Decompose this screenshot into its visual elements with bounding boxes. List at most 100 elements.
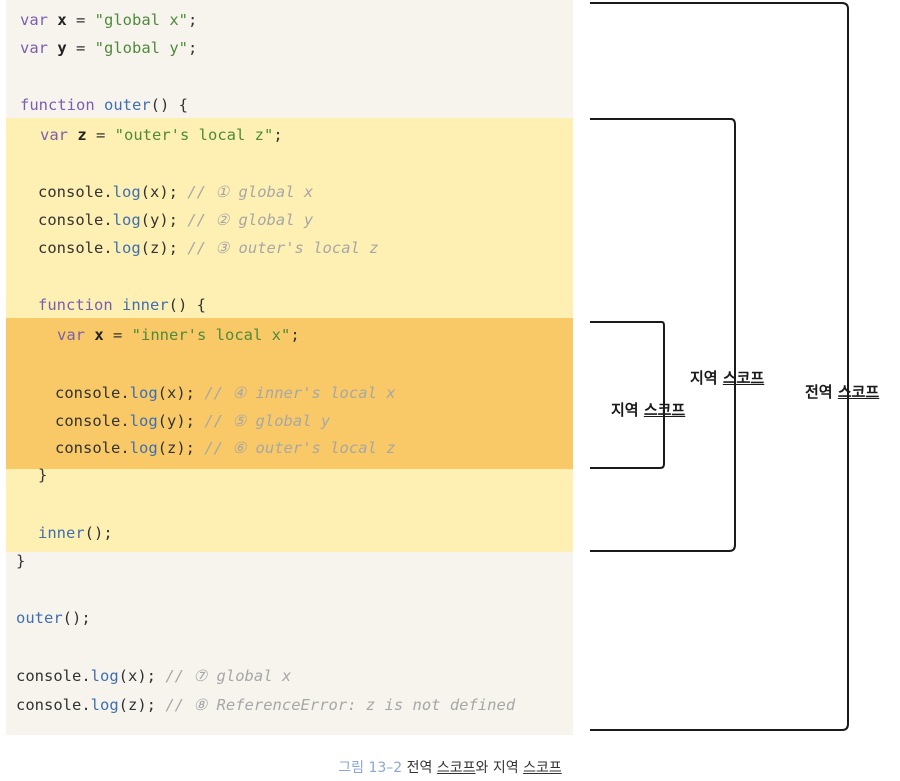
code-token: (y); bbox=[140, 211, 188, 229]
code-line: console.log(y); // ② global y bbox=[38, 210, 313, 230]
code-token: } bbox=[16, 552, 26, 570]
global-scope-label-text: 전역 bbox=[805, 383, 838, 401]
figure-number: 그림 13–2 bbox=[338, 760, 403, 776]
inner-scope-label: 지역 스코프 bbox=[611, 399, 685, 420]
code-token: function bbox=[20, 96, 104, 114]
code-token: // ⑤ global y bbox=[204, 412, 331, 430]
code-token: console. bbox=[38, 183, 113, 201]
code-token: log bbox=[129, 439, 158, 457]
outer-scope-label-text: 지역 bbox=[690, 369, 723, 387]
code-line: var z = "outer's local z"; bbox=[40, 125, 283, 145]
code-token: ; bbox=[273, 126, 283, 144]
code-token: log bbox=[112, 183, 141, 201]
code-line: console.log(y); // ⑤ global y bbox=[55, 411, 330, 431]
code-token: (y); bbox=[157, 412, 205, 430]
code-token: log bbox=[129, 384, 158, 402]
inner-scope-highlight bbox=[6, 318, 573, 469]
code-token: ; bbox=[290, 326, 300, 344]
code-token: () { bbox=[168, 296, 206, 314]
code-token: = bbox=[86, 126, 115, 144]
code-token: // ① global x bbox=[187, 183, 314, 201]
code-token: function bbox=[38, 296, 122, 314]
code-token: var bbox=[57, 326, 95, 344]
outer-scope-label: 지역 스코프 bbox=[690, 367, 764, 388]
inner-scope-label-term: 스코프 bbox=[643, 401, 686, 419]
code-line: outer(); bbox=[16, 608, 91, 628]
code-token: // ④ inner's local x bbox=[204, 384, 396, 402]
caption-term-1: 스코프 bbox=[436, 760, 476, 776]
code-line: var x = "global x"; bbox=[20, 10, 197, 30]
code-token: inner bbox=[38, 524, 85, 542]
code-token: log bbox=[90, 696, 119, 714]
code-token: console. bbox=[55, 384, 130, 402]
code-line: console.log(x); // ① global x bbox=[38, 182, 313, 202]
code-token: // ⑥ outer's local z bbox=[204, 439, 396, 457]
code-token: var bbox=[40, 126, 78, 144]
outer-scope-label-term: 스코프 bbox=[722, 369, 765, 387]
code-token: // ⑧ ReferenceError: z is not defined bbox=[165, 696, 516, 714]
code-token: // ⑦ global x bbox=[165, 667, 292, 685]
code-token: (x); bbox=[140, 183, 188, 201]
code-token: console. bbox=[16, 696, 91, 714]
code-token: // ② global y bbox=[187, 211, 314, 229]
code-token: = bbox=[66, 11, 95, 29]
caption-text-1: 전역 bbox=[402, 760, 437, 776]
code-token: (z); bbox=[118, 696, 166, 714]
code-line: inner(); bbox=[38, 523, 113, 543]
code-line: function outer() { bbox=[20, 95, 188, 115]
code-token: = bbox=[103, 326, 132, 344]
code-token: "global x" bbox=[94, 11, 188, 29]
code-line: var x = "inner's local x"; bbox=[57, 325, 300, 345]
code-token: (z); bbox=[157, 439, 205, 457]
caption-term-2: 스코프 bbox=[523, 760, 562, 776]
code-token: outer bbox=[104, 96, 151, 114]
code-token: log bbox=[90, 667, 119, 685]
code-token: console. bbox=[55, 439, 130, 457]
code-token: log bbox=[112, 211, 141, 229]
code-line: console.log(x); // ⑦ global x bbox=[16, 666, 291, 686]
code-token: x bbox=[57, 11, 67, 29]
code-token: log bbox=[129, 412, 158, 430]
code-token: console. bbox=[38, 239, 113, 257]
code-line: } bbox=[38, 465, 47, 485]
code-token: () { bbox=[150, 96, 188, 114]
outer-scope-bracket bbox=[590, 118, 736, 552]
code-token: "global y" bbox=[94, 39, 188, 57]
code-token: ; bbox=[188, 11, 198, 29]
code-token: z bbox=[77, 126, 87, 144]
code-token: "inner's local x" bbox=[131, 326, 291, 344]
code-token: var bbox=[20, 11, 58, 29]
code-token: inner bbox=[122, 296, 169, 314]
code-token: y bbox=[57, 39, 67, 57]
global-scope-label: 전역 스코프 bbox=[805, 381, 879, 402]
inner-scope-bracket bbox=[590, 321, 665, 469]
global-scope-label-term: 스코프 bbox=[837, 383, 880, 401]
code-line: function inner() { bbox=[38, 295, 206, 315]
code-line: console.log(x); // ④ inner's local x bbox=[55, 383, 396, 403]
caption-text-2: 와 지역 bbox=[475, 760, 524, 776]
code-token: ; bbox=[188, 39, 198, 57]
code-token: log bbox=[112, 239, 141, 257]
code-token: (x); bbox=[157, 384, 205, 402]
code-token: = bbox=[66, 39, 95, 57]
code-token: outer bbox=[16, 609, 63, 627]
code-line: console.log(z); // ③ outer's local z bbox=[38, 238, 379, 258]
code-token: (); bbox=[84, 524, 113, 542]
code-token: var bbox=[20, 39, 58, 57]
code-line: console.log(z); // ⑧ ReferenceError: z i… bbox=[16, 695, 515, 715]
code-token: console. bbox=[55, 412, 130, 430]
code-token: console. bbox=[38, 211, 113, 229]
code-token: x bbox=[94, 326, 104, 344]
inner-scope-label-text: 지역 bbox=[611, 401, 644, 419]
code-token: console. bbox=[16, 667, 91, 685]
code-line: console.log(z); // ⑥ outer's local z bbox=[55, 438, 396, 458]
code-line: var y = "global y"; bbox=[20, 38, 197, 58]
code-token: } bbox=[38, 466, 48, 484]
code-token: "outer's local z" bbox=[114, 126, 274, 144]
code-token: (); bbox=[62, 609, 91, 627]
code-line: } bbox=[16, 551, 25, 571]
code-token: (z); bbox=[140, 239, 188, 257]
global-scope-bracket bbox=[590, 2, 849, 731]
